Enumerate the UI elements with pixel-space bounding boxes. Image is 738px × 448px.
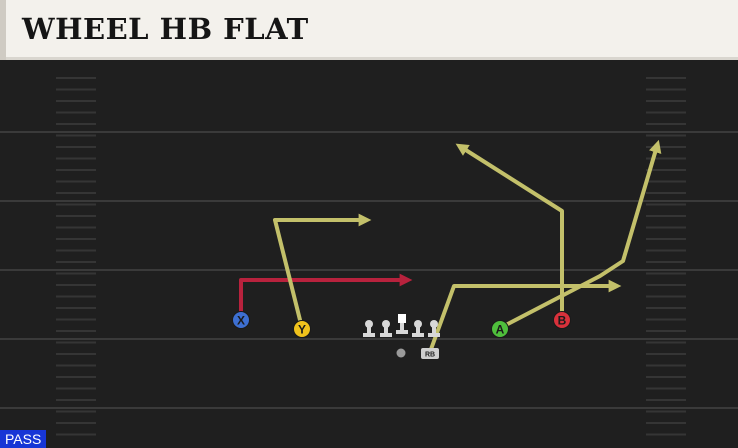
play-field: X Y A B RB	[0, 63, 738, 448]
lineman-icon	[363, 320, 375, 337]
routes	[239, 139, 662, 354]
yard-lines	[0, 131, 738, 409]
a-wheel-route	[498, 139, 662, 330]
lineman-icon	[412, 320, 424, 337]
running-back-icon[interactable]: RB	[421, 348, 439, 359]
quarterback-icon	[396, 348, 406, 358]
rb-label: RB	[425, 352, 435, 359]
receiver-label: B	[558, 314, 567, 328]
receiver-x[interactable]: X	[232, 311, 250, 329]
y-route	[273, 213, 372, 330]
b-post-route	[455, 143, 564, 320]
receiver-label: A	[496, 323, 505, 337]
play-diagram: X Y A B RB	[0, 77, 738, 436]
receiver-b[interactable]: B	[553, 311, 571, 329]
offensive-line	[363, 314, 440, 358]
lineman-icon	[428, 320, 440, 337]
lineman-icon	[380, 320, 392, 337]
hash-marks	[56, 77, 686, 436]
receiver-label: X	[237, 314, 245, 328]
play-title: WHEEL HB FLAT	[22, 12, 309, 46]
receiver-label: Y	[298, 323, 306, 337]
receiver-a[interactable]: A	[491, 320, 509, 338]
receiver-y[interactable]: Y	[293, 320, 311, 338]
x-block-route	[239, 273, 413, 321]
rb-wheel-route	[428, 279, 622, 354]
play-type-badge: PASS	[0, 430, 47, 448]
play-title-bar: WHEEL HB FLAT	[0, 0, 738, 60]
center-icon	[396, 314, 408, 334]
